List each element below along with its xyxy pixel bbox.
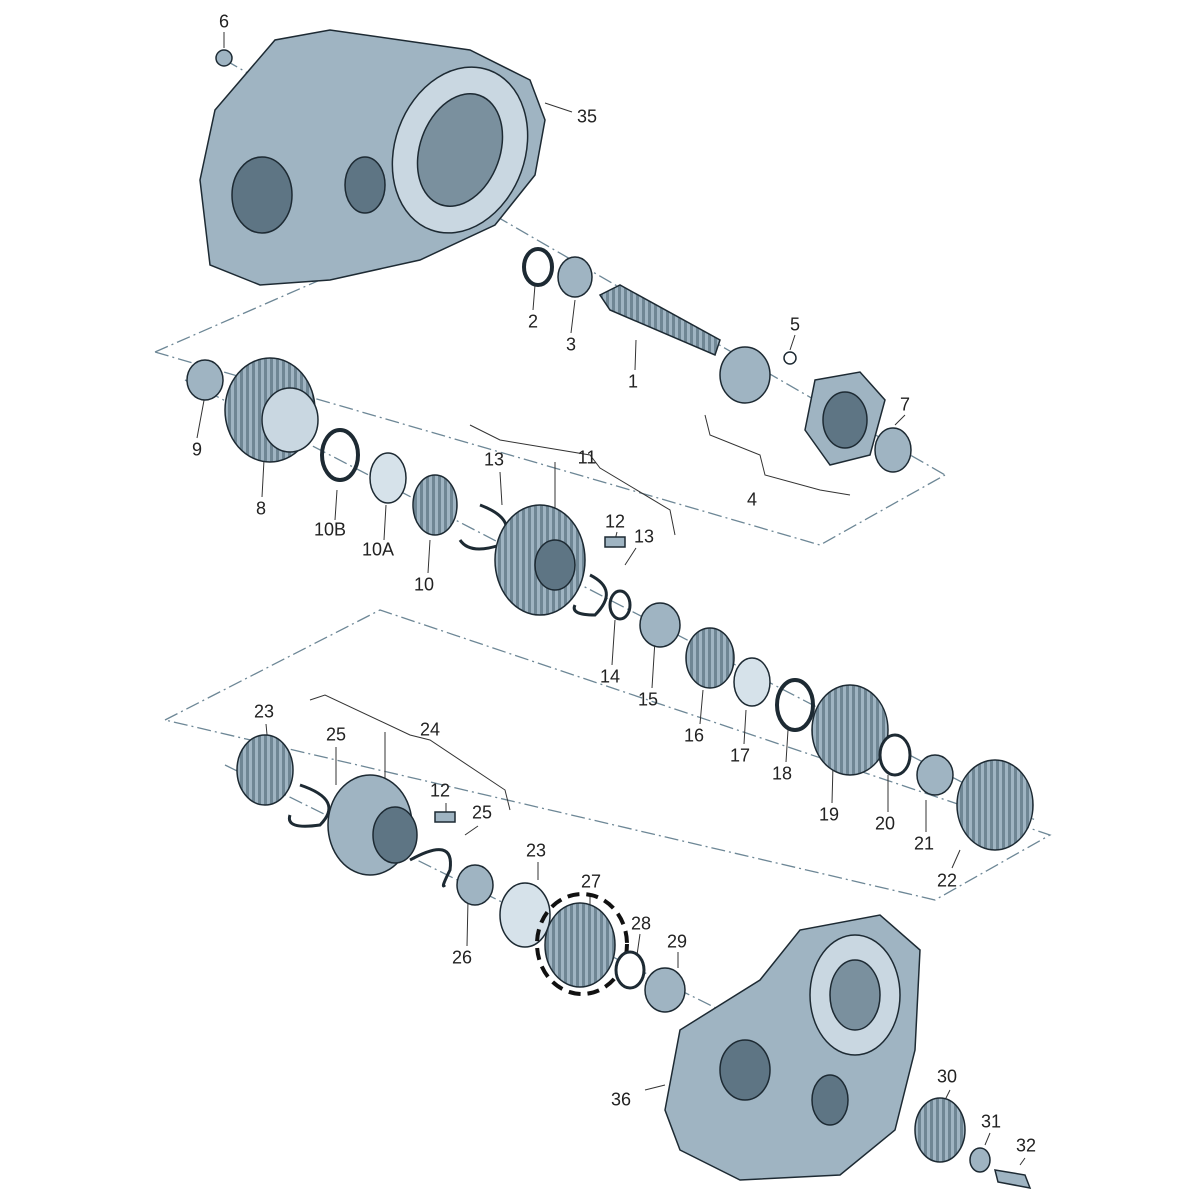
synchro-16 bbox=[685, 627, 735, 689]
part-label: 3 bbox=[565, 334, 577, 355]
part-label: 20 bbox=[874, 813, 896, 834]
ring-18 bbox=[775, 678, 815, 732]
part-label: 14 bbox=[599, 666, 621, 687]
gear-19 bbox=[811, 684, 889, 776]
part-label: 23 bbox=[525, 840, 547, 861]
nut-6 bbox=[215, 49, 233, 67]
part-label: 26 bbox=[451, 947, 473, 968]
part-label: 12 bbox=[604, 511, 626, 532]
ring-14 bbox=[608, 589, 632, 621]
transmission-housing-36 bbox=[664, 914, 1032, 1189]
part-label: 25 bbox=[471, 802, 493, 823]
ring-10b bbox=[320, 428, 360, 482]
part-label: 10A bbox=[361, 539, 395, 560]
seal-7 bbox=[874, 427, 912, 473]
shaft-1 bbox=[598, 284, 721, 357]
part-label: 12 bbox=[429, 780, 451, 801]
part-label: 9 bbox=[191, 439, 203, 460]
part-label: 4 bbox=[746, 489, 758, 510]
part-label: 15 bbox=[637, 689, 659, 710]
group-bracket-4 bbox=[704, 414, 851, 496]
part-label: 27 bbox=[580, 871, 602, 892]
key-12b bbox=[434, 811, 456, 823]
group-bracket-24 bbox=[309, 694, 511, 811]
part-label: 31 bbox=[980, 1111, 1002, 1132]
part-label: 13 bbox=[633, 526, 655, 547]
bearing-29 bbox=[644, 967, 686, 1013]
ring-2 bbox=[522, 247, 554, 287]
part-label: 10 bbox=[413, 574, 435, 595]
key-12 bbox=[604, 536, 626, 548]
part-label: 24 bbox=[419, 719, 441, 740]
part-label: 18 bbox=[771, 763, 793, 784]
bearing-3 bbox=[557, 256, 593, 298]
transmission-housing-35 bbox=[199, 29, 546, 286]
ring-10a bbox=[369, 452, 407, 504]
synchro-10 bbox=[412, 474, 458, 536]
circlip-25b bbox=[409, 848, 452, 888]
frame-line-upper bbox=[154, 279, 946, 546]
part-label: 29 bbox=[666, 931, 688, 952]
part-label: 19 bbox=[818, 804, 840, 825]
part-label: 8 bbox=[255, 498, 267, 519]
bearing-26 bbox=[456, 864, 494, 906]
part-label: 6 bbox=[218, 11, 230, 32]
washer-31 bbox=[969, 1147, 991, 1173]
part-label: 10B bbox=[313, 519, 347, 540]
bearing-9 bbox=[186, 359, 224, 401]
part-label: 22 bbox=[936, 870, 958, 891]
gear-30 bbox=[914, 1097, 966, 1163]
synchro-23b bbox=[499, 882, 551, 948]
group-bracket-11 bbox=[469, 424, 676, 536]
washer-28 bbox=[614, 950, 646, 990]
part-label: 17 bbox=[729, 745, 751, 766]
washer-20 bbox=[878, 733, 912, 777]
part-label: 30 bbox=[936, 1066, 958, 1087]
part-label: 16 bbox=[683, 725, 705, 746]
part-label: 11 bbox=[577, 447, 597, 468]
part-label: 21 bbox=[913, 833, 935, 854]
bearing-4 bbox=[719, 346, 771, 404]
part-label: 23 bbox=[253, 701, 275, 722]
part-label: 7 bbox=[899, 394, 911, 415]
circlip-13b bbox=[572, 573, 608, 617]
highlight-circle-27 bbox=[535, 892, 629, 996]
bearing-15 bbox=[639, 602, 681, 648]
part-label: 5 bbox=[789, 314, 801, 335]
part-label: 25 bbox=[325, 724, 347, 745]
part-label: 28 bbox=[630, 913, 652, 934]
part-label: 2 bbox=[527, 311, 539, 332]
part-label: 1 bbox=[627, 371, 639, 392]
synchro-23 bbox=[236, 734, 294, 806]
gear-22 bbox=[956, 759, 1034, 851]
part-label: 32 bbox=[1015, 1135, 1037, 1156]
circlip-25 bbox=[287, 783, 331, 828]
frame-line-lower bbox=[163, 609, 1052, 901]
part-label: 36 bbox=[610, 1089, 632, 1110]
bolt-32 bbox=[993, 1169, 1032, 1189]
ring-17 bbox=[733, 657, 771, 707]
part-label: 35 bbox=[576, 106, 598, 127]
gear-27 bbox=[544, 902, 616, 988]
ring-5 bbox=[783, 351, 797, 365]
bearing-21 bbox=[916, 754, 954, 796]
part-label: 13 bbox=[483, 449, 505, 470]
